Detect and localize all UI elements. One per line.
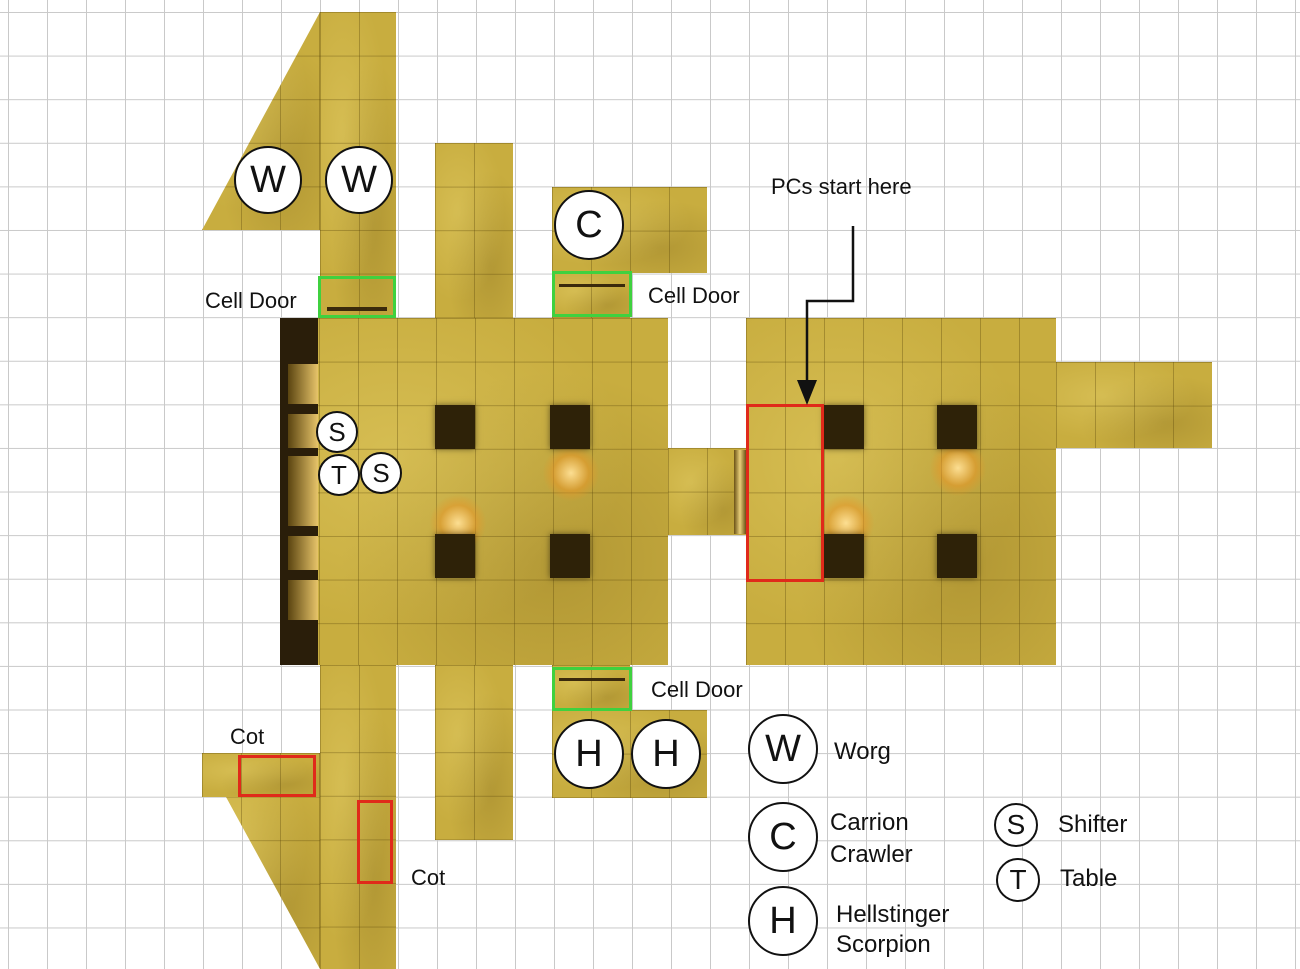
door-bar <box>559 284 625 287</box>
cell-door-label-northwest: Cell Door <box>205 288 297 313</box>
hellstinger-scorpion-token[interactable]: H <box>631 719 701 789</box>
arrow-head <box>797 380 817 405</box>
wall-niche <box>288 364 318 404</box>
pillar <box>824 534 864 578</box>
corridor-doorway <box>734 450 746 534</box>
arrow-line <box>805 226 855 383</box>
south-cell-door-floor <box>552 665 630 710</box>
legend-hellstinger-label-2: Scorpion <box>836 931 931 958</box>
pillar <box>550 405 590 449</box>
light-glow <box>543 445 599 501</box>
north-cell-door[interactable] <box>552 271 632 317</box>
south-cell-door[interactable] <box>552 667 632 711</box>
light-glow <box>930 440 986 496</box>
legend-worg-label: Worg <box>834 738 891 765</box>
south-corridor-floor <box>435 665 513 840</box>
pillar <box>550 534 590 578</box>
legend-table-label: Table <box>1060 865 1118 892</box>
east-extension-floor <box>1056 362 1212 448</box>
wall-niche <box>288 536 318 570</box>
pcs-start-label: PCs start here <box>771 174 912 199</box>
pillar <box>937 534 977 578</box>
connecting-corridor-floor <box>668 448 746 535</box>
northwest-cell-door[interactable] <box>318 276 396 318</box>
hellstinger-scorpion-token[interactable]: H <box>554 719 624 789</box>
cell-door-label-south: Cell Door <box>651 677 743 702</box>
legend-worg-icon: W <box>748 714 818 784</box>
legend-table-icon: T <box>996 858 1040 902</box>
legend-hellstinger-icon: H <box>748 886 818 956</box>
worg-token[interactable]: W <box>234 146 302 214</box>
door-bar <box>327 307 387 311</box>
worg-token[interactable]: W <box>325 146 393 214</box>
carrion-crawler-token[interactable]: C <box>554 190 624 260</box>
legend-carrion-crawler-label-1: Carrion <box>830 809 909 836</box>
legend-shifter-label: Shifter <box>1058 811 1128 838</box>
pillar <box>824 405 864 449</box>
wall-niche <box>288 414 318 448</box>
southwest-ledge-floor <box>202 753 320 797</box>
cot-horizontal[interactable] <box>238 755 316 797</box>
pillar <box>435 534 475 578</box>
legend-hellstinger-label-1: Hellstinger <box>836 901 950 928</box>
door-bar <box>559 678 625 681</box>
cot-label-west: Cot <box>230 724 265 749</box>
table-token[interactable]: T <box>318 454 360 496</box>
north-corridor-floor <box>435 143 513 318</box>
shifter-token[interactable]: S <box>316 411 358 453</box>
legend-carrion-crawler-icon: C <box>748 802 818 872</box>
wall-niche <box>288 580 318 620</box>
legend-carrion-crawler-label-2: Crawler <box>830 841 913 868</box>
east-hall-floor <box>746 318 1056 665</box>
wall-niche <box>288 456 318 526</box>
shifter-token[interactable]: S <box>360 452 402 494</box>
legend-shifter-icon: S <box>994 803 1038 847</box>
north-cell-door-floor <box>552 273 630 318</box>
pcs-start-area[interactable] <box>746 404 824 582</box>
pillar <box>435 405 475 449</box>
cot-label-south: Cot <box>411 865 446 890</box>
cell-door-label-north: Cell Door <box>648 283 740 308</box>
cot-vertical[interactable] <box>357 800 393 884</box>
pillar <box>937 405 977 449</box>
